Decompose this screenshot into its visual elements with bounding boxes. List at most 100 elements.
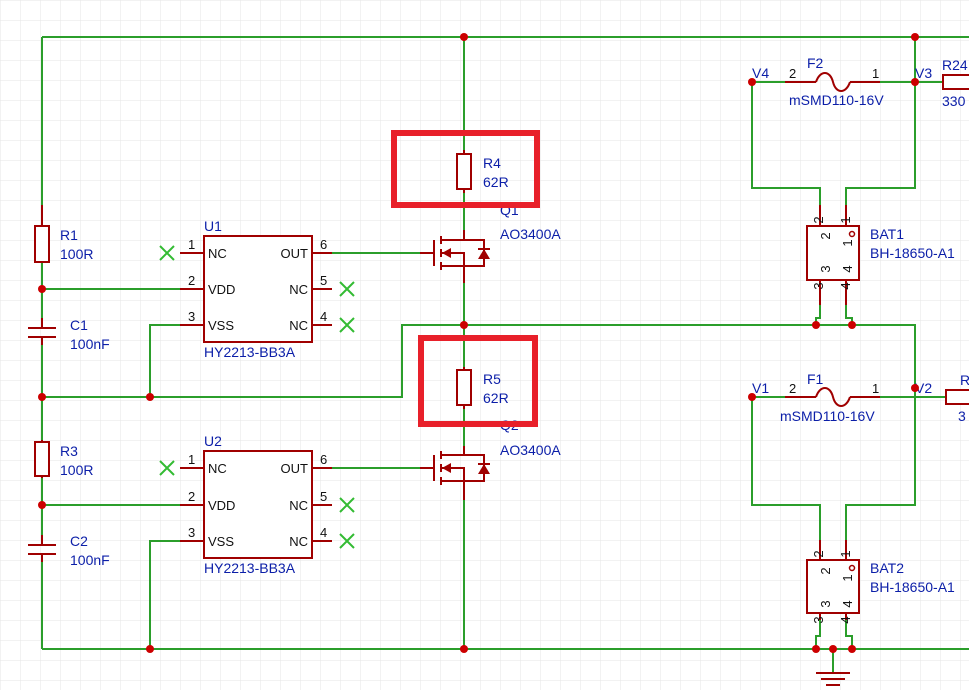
u1-pin-out: OUT (281, 246, 309, 261)
r1-value: 100R (60, 246, 93, 262)
net-v4: V4 (752, 65, 769, 81)
u1-pin-vdd: VDD (208, 282, 235, 297)
bat1-pinnum-4: 4 (838, 282, 853, 289)
f1-pin-2: 2 (789, 381, 796, 396)
r24-value: 330 (942, 93, 966, 109)
u1-pin-vss: VSS (208, 318, 234, 333)
bat2-pinnum-2: 2 (811, 550, 826, 557)
junctions (38, 33, 919, 653)
r5-ref: R5 (483, 371, 501, 387)
bat1-pin-1-inner: 1 (840, 239, 855, 246)
u1-ref: U1 (204, 218, 222, 234)
u1-pinnum-1: 1 (188, 237, 195, 252)
u1-pin-nc1: NC (208, 246, 227, 261)
ground-symbol[interactable] (816, 672, 850, 686)
c1-value: 100nF (70, 336, 110, 352)
u2-pin-vss: VSS (208, 534, 234, 549)
u2-pinnum-1: 1 (188, 452, 195, 467)
highlight-box-r4 (391, 130, 540, 208)
c1-ref: C1 (70, 317, 88, 333)
bat1-pinnum-2: 2 (811, 216, 826, 223)
bat1-pin-3-inner: 3 (818, 265, 833, 272)
mosfet-q1[interactable]: Q1 AO3400A (420, 202, 561, 283)
bat1-value: BH-18650-A1 (870, 245, 955, 261)
bat1-pin-2-inner: 2 (818, 232, 833, 239)
resistor-r5[interactable]: R5 62R (456, 367, 509, 409)
f2-ref: F2 (807, 55, 824, 71)
c2-value: 100nF (70, 552, 110, 568)
q2-value: AO3400A (500, 442, 561, 458)
battery-holder-bat1[interactable]: 2 1 3 4 2 1 3 4 BAT1 BH-18650-A1 (806, 205, 955, 305)
bat1-pin-4-inner: 4 (840, 265, 855, 272)
r-lower-ref: R (960, 372, 969, 388)
capacitor-c1[interactable]: C1 100nF (28, 317, 110, 352)
f2-pin-1: 1 (872, 66, 879, 81)
u2-pinnum-2: 2 (188, 489, 195, 504)
u1-value: HY2213-BB3A (204, 344, 296, 360)
u2-pinnum-4: 4 (320, 525, 327, 540)
capacitor-c2[interactable]: C2 100nF (28, 533, 110, 568)
bat2-pinnum-1: 1 (838, 550, 853, 557)
u2-pin-nc4: NC (289, 534, 308, 549)
u2-pin-nc1: NC (208, 461, 227, 476)
q1-value: AO3400A (500, 226, 561, 242)
battery-holder-bat2[interactable]: 2 1 3 4 2 1 3 4 BAT2 BH-18650-A1 (806, 540, 955, 624)
u1-pinnum-6: 6 (320, 237, 327, 252)
bat2-ref: BAT2 (870, 560, 904, 576)
u1-pinnum-3: 3 (188, 309, 195, 324)
f1-ref: F1 (807, 371, 824, 387)
bat2-pin-4-inner: 4 (840, 600, 855, 607)
no-connect-markers (159, 245, 355, 549)
highlight-box-r5 (418, 335, 538, 427)
bat2-pin-1-inner: 1 (840, 574, 855, 581)
r3-value: 100R (60, 462, 93, 478)
u2-pin-out: OUT (281, 461, 309, 476)
resistor-r1[interactable]: R1 100R (34, 205, 93, 263)
bat2-pin-3-inner: 3 (818, 600, 833, 607)
f1-value: mSMD110-16V (780, 408, 875, 424)
u2-pin-nc5: NC (289, 498, 308, 513)
resistor-right-lower[interactable]: R 3 (945, 372, 969, 424)
r5-value: 62R (483, 390, 509, 406)
u2-ref: U2 (204, 433, 222, 449)
r24-ref: R24 (942, 57, 968, 73)
u2-pinnum-6: 6 (320, 452, 327, 467)
u1-pin-nc4: NC (289, 318, 308, 333)
fuse-f2[interactable]: F2 mSMD110-16V 2 1 V4 V3 (752, 55, 932, 108)
u2-value: HY2213-BB3A (204, 560, 296, 576)
u2-pin-vdd: VDD (208, 498, 235, 513)
bat2-pinnum-4: 4 (838, 616, 853, 623)
resistor-r3[interactable]: R3 100R (34, 440, 93, 478)
bat2-pin-2-inner: 2 (818, 567, 833, 574)
bat2-pinnum-3: 3 (811, 616, 826, 623)
u1-pinnum-2: 2 (188, 273, 195, 288)
f1-pin-1: 1 (872, 381, 879, 396)
f2-pin-2: 2 (789, 66, 796, 81)
fuse-f1[interactable]: F1 mSMD110-16V 2 1 V1 V2 (752, 371, 932, 424)
ic-u2[interactable]: U2 HY2213-BB3A NC VDD VSS OUT NC NC 1 2 … (180, 433, 332, 576)
f2-value: mSMD110-16V (789, 92, 884, 108)
r-lower-value: 3 (958, 408, 966, 424)
u2-pinnum-3: 3 (188, 525, 195, 540)
net-v2: V2 (915, 380, 932, 396)
resistor-r4[interactable]: R4 62R (456, 150, 509, 193)
ic-u1[interactable]: U1 HY2213-BB3A NC VDD VSS OUT NC NC 1 2 … (180, 218, 332, 360)
net-v3: V3 (915, 65, 932, 81)
u2-pinnum-5: 5 (320, 489, 327, 504)
r4-ref: R4 (483, 155, 501, 171)
u1-pinnum-4: 4 (320, 309, 327, 324)
r3-ref: R3 (60, 443, 78, 459)
bat1-pinnum-1: 1 (838, 216, 853, 223)
u1-pinnum-5: 5 (320, 273, 327, 288)
wires (41, 36, 969, 672)
r4-value: 62R (483, 174, 509, 190)
c2-ref: C2 (70, 533, 88, 549)
bat1-ref: BAT1 (870, 226, 904, 242)
u1-pin-nc5: NC (289, 282, 308, 297)
bat2-value: BH-18650-A1 (870, 579, 955, 595)
net-v1: V1 (752, 380, 769, 396)
resistor-r24[interactable]: R24 330 (942, 57, 969, 109)
r1-ref: R1 (60, 227, 78, 243)
bat1-pinnum-3: 3 (811, 282, 826, 289)
